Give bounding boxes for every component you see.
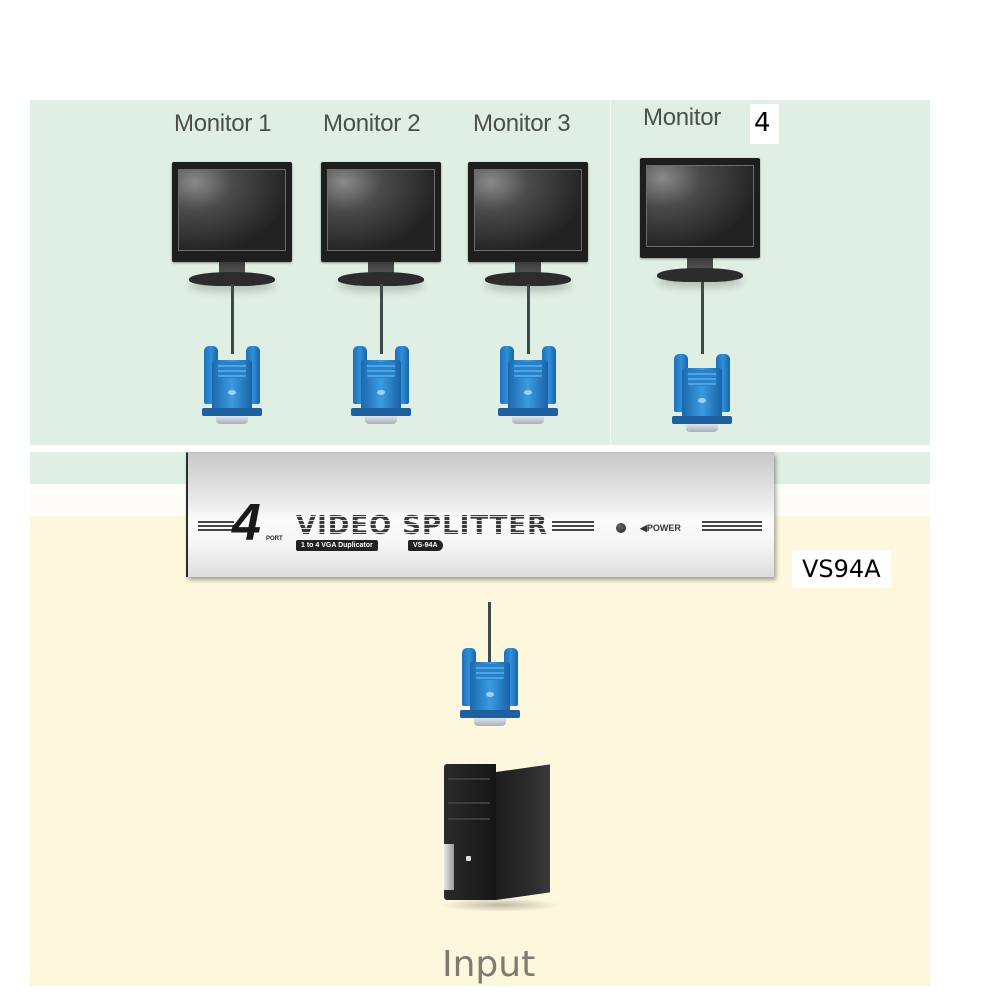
monitor-2-icon: [316, 162, 446, 302]
monitor-1-icon: [167, 162, 297, 302]
decor-stripes: [702, 521, 762, 532]
monitor-3-icon: [463, 162, 593, 302]
vga-connector-icon: [202, 346, 262, 426]
vga-connector-icon: [351, 346, 411, 426]
cable-1: [231, 284, 234, 354]
monitor-3-label: Monitor 3: [473, 110, 571, 137]
splitter-title: VIDEO SPLITTER: [296, 511, 549, 541]
input-panel-background: [30, 516, 930, 986]
input-cable: [488, 602, 491, 662]
monitors-panel-background: [30, 100, 930, 445]
monitor-4-number-patch: 4: [750, 104, 779, 144]
monitor-1-label: Monitor 1: [174, 110, 272, 137]
decor-stripes: [552, 521, 594, 532]
monitor-4-icon: [635, 158, 765, 298]
port-count: 4: [232, 494, 261, 552]
computer-tower-icon: [440, 758, 560, 912]
vga-connector-icon: [672, 354, 732, 434]
power-led-icon: [616, 523, 626, 533]
panel-seam: [610, 100, 611, 445]
cable-4: [701, 282, 704, 354]
splitter-model-tag: VS-94A: [408, 540, 443, 551]
input-label: Input: [442, 944, 536, 985]
monitor-4-label: Monitor: [643, 104, 721, 131]
power-label: ◀POWER: [640, 523, 681, 533]
video-splitter-device: 4 PORT VIDEO SPLITTER 1 to 4 VGA Duplica…: [186, 452, 774, 577]
decor-stripes: [198, 521, 234, 532]
port-word: PORT: [266, 536, 283, 542]
splitter-tagline: 1 to 4 VGA Duplicator: [296, 540, 378, 551]
monitor-2-label: Monitor 2: [323, 110, 421, 137]
vga-connector-icon: [460, 648, 520, 728]
model-label: VS94A: [792, 550, 891, 588]
cable-2: [380, 284, 383, 354]
vga-connector-icon: [498, 346, 558, 426]
cable-3: [527, 284, 530, 354]
